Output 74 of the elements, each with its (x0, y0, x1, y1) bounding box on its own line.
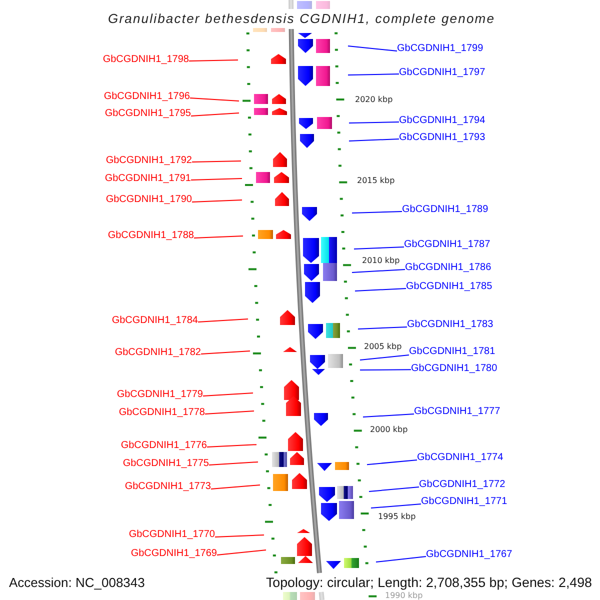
leader-line (208, 462, 258, 466)
leader-line (202, 392, 254, 396)
gene-label: GbCGDNIH1_1779 (116, 388, 203, 400)
gene-label: GbCGDNIH1_1795 (104, 108, 191, 120)
gene-label: GbCGDNIH1_1775 (122, 458, 209, 470)
leader-line (348, 74, 400, 76)
leader-line (194, 236, 244, 238)
leader-line (352, 269, 406, 273)
scale-label: 2000 kbp (370, 424, 408, 434)
scale-label: 2005 kbp (364, 342, 402, 350)
gene-label: GbCGDNIH1_1793 (399, 132, 486, 144)
leader-line (358, 326, 408, 330)
leader-line (216, 550, 266, 556)
gene-label: GbCGDNIH1_1769 (130, 548, 217, 560)
leader-line (210, 484, 260, 490)
leader-line (190, 178, 242, 180)
gene-label: GbCGDNIH1_1771 (421, 496, 508, 508)
gene-label: GbCGDNIH1_1778 (118, 407, 205, 419)
scale-label: 1995 kbp (378, 512, 416, 520)
leader-line (198, 318, 248, 322)
gene-label: GbCGDNIH1_1784 (112, 315, 198, 327)
gene-label: GbCGDNIH1_1787 (404, 239, 490, 251)
gene-label: GbCGDNIH1_1798 (102, 54, 189, 66)
leader-line (214, 534, 264, 538)
gene-label: GbCGDNIH1_1773 (124, 481, 211, 493)
scale-label: 2020 kbp (355, 94, 393, 104)
gene-label: GbCGDNIH1_1774 (417, 452, 504, 464)
scale-label: 1990 kbp (385, 591, 423, 600)
accession-text: Accession: NC_008343 (9, 576, 145, 590)
gene-label: GbCGDNIH1_1785 (406, 280, 492, 292)
gene-label: GbCGDNIH1_1791 (104, 172, 191, 184)
gene-label: GbCGDNIH1_1794 (399, 115, 486, 127)
leader-line (352, 211, 402, 214)
leader-line (362, 414, 414, 418)
gene-label: GbCGDNIH1_1781 (409, 346, 496, 358)
gene-label: GbCGDNIH1_1792 (106, 155, 192, 167)
leader-line (200, 350, 250, 354)
leader-line (376, 556, 426, 562)
diagram-title: Granulibacter bethesdensis CGDNIH1, complete genome (108, 11, 496, 27)
gene-label: GbCGDNIH1_1772 (419, 479, 506, 491)
gene-label: GbCGDNIH1_1777 (414, 406, 500, 418)
gene-label: GbCGDNIH1_1767 (426, 548, 512, 561)
leader-line (366, 460, 418, 466)
leader-line (360, 354, 410, 360)
gene-label: GbCGDNIH1_1797 (399, 67, 486, 79)
gene-label: GbCGDNIH1_1796 (104, 91, 190, 103)
leader-line (188, 60, 238, 62)
leader-line (204, 410, 254, 414)
leader-line (348, 46, 398, 52)
leader-line (190, 98, 240, 102)
gene-label: GbCGDNIH1_1786 (405, 262, 492, 274)
leader-line (354, 246, 404, 250)
gene-label: GbCGDNIH1_1788 (108, 230, 194, 242)
leader-line (192, 160, 242, 162)
gene-label: GbCGDNIH1_1789 (402, 204, 488, 216)
leader-line (190, 112, 240, 116)
gene-label: GbCGDNIH1_1783 (407, 319, 494, 331)
scale-label: 2015 kbp (357, 176, 395, 184)
gene-label: GbCGDNIH1_1782 (114, 347, 201, 359)
leader-line (354, 288, 406, 292)
leader-line (368, 486, 420, 492)
leader-line (348, 122, 400, 124)
leader-line (206, 444, 257, 448)
gene-label: GbCGDNIH1_1799 (397, 43, 484, 55)
leader-line (370, 504, 422, 508)
leader-line (348, 138, 400, 142)
leader-line (360, 369, 412, 370)
gene-label: GbCGDNIH1_1776 (120, 440, 207, 452)
gene-label: GbCGDNIH1_1770 (128, 529, 215, 541)
scale-label: 2010 kbp (362, 256, 400, 265)
gene-label: GbCGDNIH1_1780 (411, 362, 498, 374)
genome-info-text: Topology: circular; Length: 2,708,355 bp; Genes: 2,498 (266, 576, 592, 590)
gene-label: GbCGDNIH1_1790 (106, 194, 192, 206)
leader-line (192, 200, 242, 202)
